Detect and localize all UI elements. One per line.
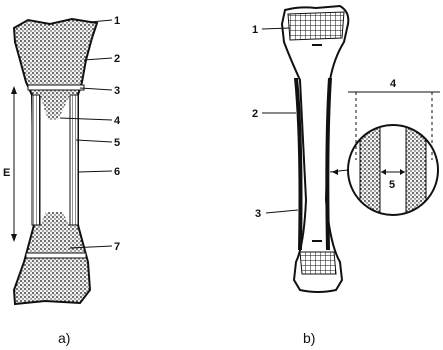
label-a-4: 4 (114, 115, 121, 127)
label-b-2: 2 (252, 108, 258, 120)
inset-cortex-left (360, 120, 380, 220)
spongy-grid-bottom (300, 252, 336, 274)
inset-label-4: 4 (390, 78, 397, 90)
label-a-3: 3 (114, 85, 120, 97)
label-b-1: 1 (252, 24, 258, 36)
magnified-inset: 4 5 (348, 78, 440, 220)
cortex-left (32, 95, 40, 225)
epiphyseal-plate-bottom (26, 253, 86, 258)
bone-b-outline (282, 6, 348, 292)
bone-section-a: E 1 2 3 4 5 6 7 a) (3, 15, 121, 346)
inset-cortex-right (406, 120, 426, 220)
marker-bottom (312, 240, 322, 242)
caption-a: a) (58, 330, 70, 346)
epiphyseal-plate-top (28, 85, 84, 90)
pointer-arrow (332, 169, 338, 175)
diaphysis-arrow (11, 86, 17, 242)
inset-label-5: 5 (389, 179, 395, 191)
side-label-e: E (3, 167, 10, 179)
label-b-3: 3 (255, 208, 261, 220)
label-a-5: 5 (114, 137, 120, 149)
spongy-grid-top (288, 12, 344, 40)
bone-exterior-b: 1 2 3 4 5 b) (252, 6, 440, 346)
label-a-2: 2 (114, 53, 120, 65)
label-a-7: 7 (114, 241, 120, 253)
cortex-right (70, 95, 78, 225)
label-a-1: 1 (114, 15, 120, 27)
marker-top (312, 44, 322, 46)
caption-b: b) (303, 330, 315, 346)
label-a-6: 6 (114, 166, 120, 178)
